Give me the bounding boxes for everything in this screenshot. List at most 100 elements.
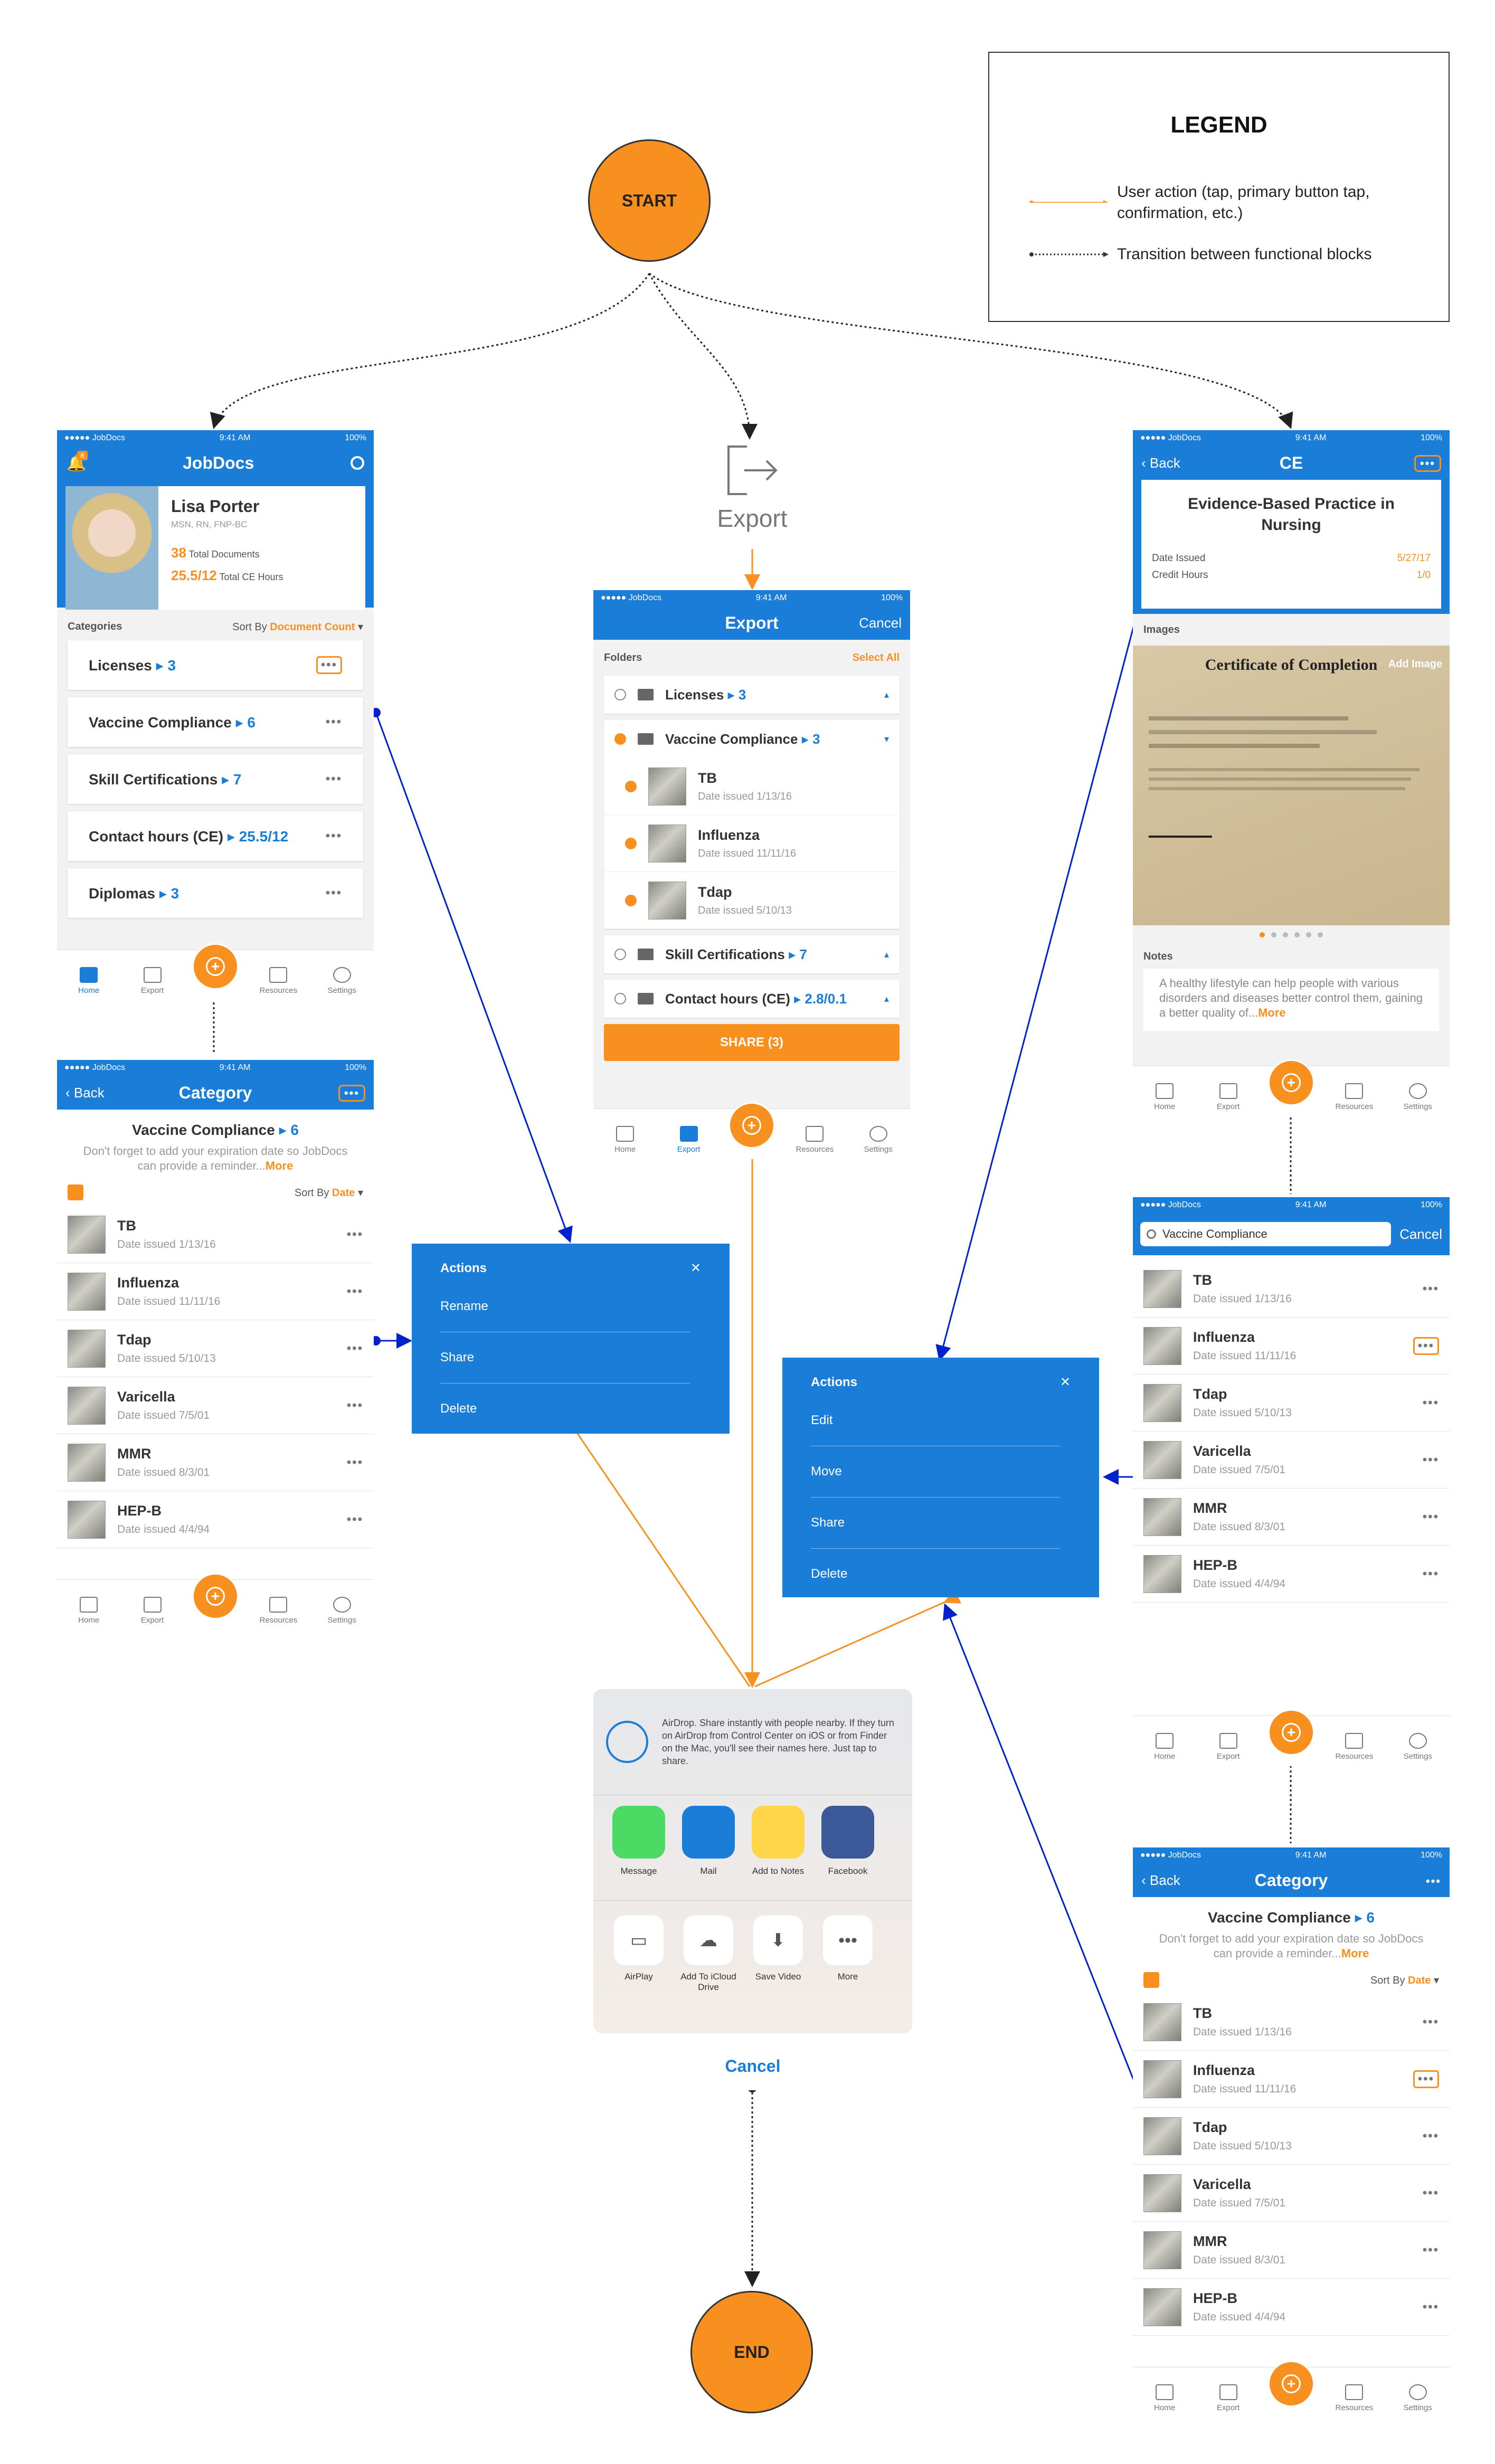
more-icon[interactable]: •••	[1422, 1281, 1439, 1296]
category-card[interactable]: Diplomas ▸ 3•••	[68, 868, 363, 918]
action-item-edit[interactable]: Edit	[811, 1395, 1060, 1446]
select-all-button[interactable]: Select All	[852, 651, 900, 664]
more-icon[interactable]: •••	[1422, 1509, 1439, 1524]
tab-settings[interactable]: Settings	[318, 1597, 366, 1625]
bell-icon[interactable]: 🔔8	[67, 450, 88, 472]
more-icon[interactable]: •••	[1422, 2299, 1439, 2314]
grid-view-icon[interactable]	[1143, 1972, 1159, 1988]
close-icon[interactable]: ✕	[1059, 1375, 1071, 1389]
tab-settings[interactable]: Settings	[1394, 1733, 1442, 1761]
tab-home[interactable]: Home	[65, 1597, 112, 1625]
tab-resources[interactable]: Resources	[254, 967, 302, 995]
tab-settings[interactable]: Settings	[1394, 1083, 1442, 1111]
more-button[interactable]: •••	[338, 1084, 365, 1102]
tab-home[interactable]: Home	[1141, 1733, 1188, 1761]
share-app-0[interactable]: Message	[604, 1806, 674, 1890]
certificate-image[interactable]: Certificate of Completion Add Image	[1133, 646, 1450, 925]
more-icon[interactable]: •••	[1413, 2070, 1439, 2088]
grid-view-icon[interactable]	[68, 1184, 83, 1200]
share-op-3[interactable]: •••More	[813, 1916, 883, 1993]
airdrop-row[interactable]: AirDrop. Share instantly with people nea…	[593, 1689, 912, 1795]
share-app-1[interactable]: Mail	[674, 1806, 743, 1890]
tab-export[interactable]: Export	[1205, 1733, 1252, 1761]
more-icon[interactable]: •••	[1422, 1566, 1439, 1581]
tab-settings[interactable]: Settings	[318, 967, 366, 995]
category-card[interactable]: Contact hours (CE) ▸ 25.5/12•••	[68, 811, 363, 861]
sort-dropdown[interactable]: Document Count	[270, 621, 355, 633]
cancel-button[interactable]: Cancel	[859, 614, 902, 631]
add-button[interactable]: +	[1267, 2361, 1314, 2407]
add-button[interactable]: +	[728, 1102, 775, 1149]
tab-export[interactable]: Export	[1205, 2384, 1252, 2412]
tab-export[interactable]: Export	[665, 1126, 713, 1154]
add-button[interactable]: +	[1267, 1709, 1314, 1756]
more-icon[interactable]: •••	[1422, 2128, 1439, 2143]
tab-export[interactable]: Export	[129, 1597, 176, 1625]
more-button[interactable]: •••	[1414, 454, 1441, 472]
more-icon[interactable]: •••	[316, 656, 342, 674]
category-card[interactable]: Skill Certifications ▸ 7•••	[68, 754, 363, 804]
folder-row[interactable]: Licenses ▸ 3▴	[604, 676, 900, 714]
tab-settings[interactable]: Settings	[855, 1126, 902, 1154]
tab-home[interactable]: Home	[65, 967, 112, 995]
tab-settings[interactable]: Settings	[1394, 2384, 1442, 2412]
more-icon[interactable]: •••	[325, 715, 342, 729]
back-button[interactable]: ‹ Back	[1141, 454, 1180, 471]
tab-resources[interactable]: Resources	[791, 1126, 838, 1154]
sort-dropdown[interactable]: Date	[1408, 1974, 1431, 1986]
more-icon[interactable]: •••	[346, 1512, 363, 1527]
action-item-share[interactable]: Share	[440, 1332, 690, 1383]
category-card[interactable]: Licenses ▸ 3•••	[68, 640, 363, 690]
add-button[interactable]: +	[192, 943, 239, 990]
action-item-rename[interactable]: Rename	[440, 1281, 690, 1332]
more-icon[interactable]: •••	[346, 1341, 363, 1356]
action-item-share[interactable]: Share	[811, 1498, 1060, 1549]
share-button[interactable]: SHARE (3)	[604, 1024, 900, 1061]
action-item-delete[interactable]: Delete	[440, 1401, 477, 1416]
more-icon[interactable]: •••	[346, 1398, 363, 1413]
more-icon[interactable]: •••	[346, 1455, 363, 1470]
add-button[interactable]: +	[192, 1573, 239, 1619]
back-button[interactable]: ‹ Back	[65, 1084, 105, 1101]
sort-dropdown[interactable]: Date	[332, 1187, 355, 1199]
more-icon[interactable]: •••	[346, 1227, 363, 1242]
more-icon[interactable]: •••	[1422, 1452, 1439, 1467]
share-cancel-button[interactable]: Cancel	[593, 2042, 912, 2090]
action-item-delete[interactable]: Delete	[811, 1567, 848, 1581]
share-op-1[interactable]: ☁Add To iCloud Drive	[674, 1916, 743, 1993]
tab-resources[interactable]: Resources	[1330, 1733, 1378, 1761]
tab-resources[interactable]: Resources	[254, 1597, 302, 1625]
share-op-2[interactable]: ⬇Save Video	[743, 1916, 813, 1993]
tab-export[interactable]: Export	[1205, 1083, 1252, 1111]
profile-card[interactable]: Lisa Porter MSN, RN, FNP-BC 38 Total Doc…	[65, 486, 365, 610]
back-button[interactable]: ‹ Back	[1141, 1872, 1180, 1888]
more-button[interactable]: •••	[1425, 1874, 1441, 1888]
more-icon[interactable]: •••	[325, 829, 342, 843]
reminder-more-link[interactable]: More	[265, 1159, 294, 1172]
image-pager[interactable]	[1133, 925, 1450, 944]
more-icon[interactable]: •••	[1422, 1395, 1439, 1410]
more-icon[interactable]: •••	[325, 772, 342, 786]
reminder-more-link[interactable]: More	[1341, 1947, 1369, 1960]
more-icon[interactable]: •••	[1422, 2014, 1439, 2029]
more-icon[interactable]: •••	[1422, 2185, 1439, 2200]
notes-more-link[interactable]: More	[1258, 1006, 1286, 1019]
more-icon[interactable]: •••	[1413, 1337, 1439, 1355]
share-op-0[interactable]: ▭AirPlay	[604, 1916, 674, 1993]
more-icon[interactable]: •••	[346, 1284, 363, 1299]
